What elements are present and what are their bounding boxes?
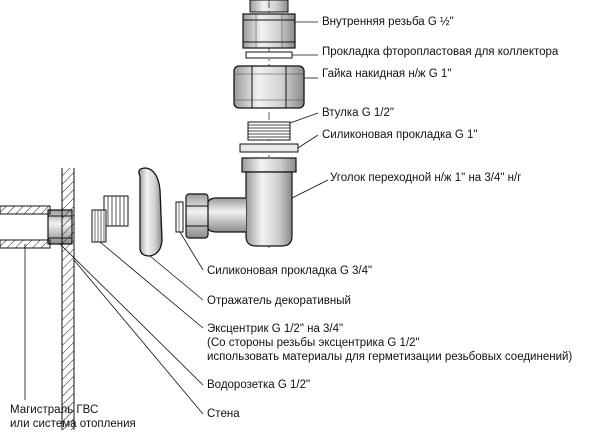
wall — [61, 168, 75, 430]
label-ptfe-gasket: Прокладка фторопластовая для коллектора — [322, 46, 559, 58]
label-reflector: Отражатель декоративный — [207, 295, 351, 307]
label-wall: Стена — [207, 408, 240, 420]
elbow-part — [185, 157, 297, 247]
label-eccentric-2: (Со стороны резьбы эксцентрика G 1/2" — [207, 337, 420, 349]
leader-lines — [24, 21, 329, 415]
label-main-1: Магистраль ГВС — [10, 404, 99, 416]
label-eccentric-1: Эксцентрик G 1/2" на 3/4" — [207, 323, 344, 335]
inner-thread-part — [242, 13, 296, 49]
silicone-gasket-1-part — [239, 143, 299, 153]
label-silicone-gasket-1: Силиконовая прокладка G 1" — [322, 129, 478, 141]
label-inner-thread: Внутренняя резьба G ½" — [322, 16, 454, 28]
label-eccentric-3: использовать материалы для герметизации … — [207, 351, 573, 363]
label-main-2: или система отопления — [10, 418, 136, 430]
union-nut-part — [233, 65, 305, 109]
ptfe-gasket-part — [245, 51, 293, 59]
label-bushing: Втулка G 1/2" — [322, 107, 394, 119]
silicone-gasket-34-part — [175, 201, 184, 233]
label-union-nut: Гайка накидная н/ж G 1" — [322, 68, 452, 80]
label-elbow: Уголок переходной н/ж 1" на 3/4" н/г — [330, 172, 522, 184]
bushing-part — [247, 121, 291, 141]
label-water-socket: Водорозетка G 1/2" — [207, 379, 311, 391]
main-pipe — [0, 205, 51, 249]
eccentric-part — [91, 195, 129, 243]
label-silicone-gasket-34: Силиконовая прокладка G 3/4" — [207, 265, 373, 277]
reflector-part — [138, 167, 163, 257]
